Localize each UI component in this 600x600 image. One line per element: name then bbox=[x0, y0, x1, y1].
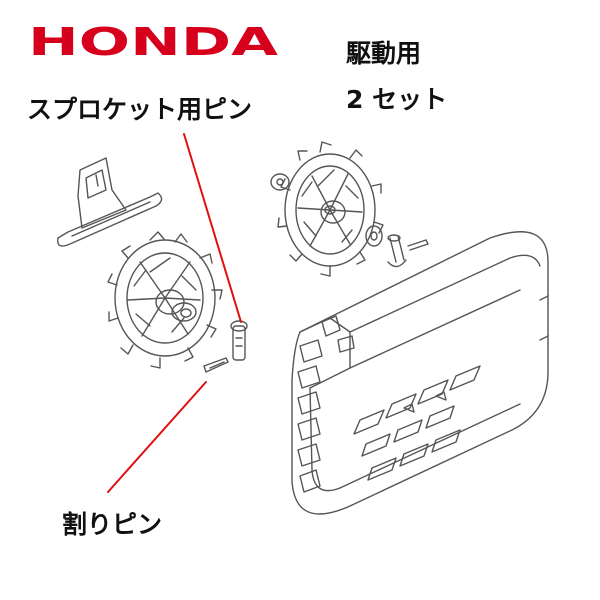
usage-label: 駆動用 bbox=[346, 39, 422, 68]
scraper-bracket bbox=[57, 157, 163, 247]
right-sprocket-wheel bbox=[270, 141, 429, 277]
left-sprocket-wheel bbox=[107, 231, 223, 369]
honda-wordmark: HONDA bbox=[28, 22, 278, 60]
sprocket-pin bbox=[230, 320, 248, 361]
sprocket-pin-label: スプロケット用ピン bbox=[27, 95, 253, 124]
split-pin-leader bbox=[107, 381, 207, 493]
crawler-track bbox=[291, 231, 549, 515]
split-pin bbox=[203, 357, 229, 373]
set-count-label: 2 セット bbox=[346, 85, 448, 114]
sprocket-pin-leader bbox=[183, 133, 242, 323]
honda-logo: HONDA bbox=[28, 22, 278, 60]
split-pin-label: 割りピン bbox=[62, 510, 163, 539]
